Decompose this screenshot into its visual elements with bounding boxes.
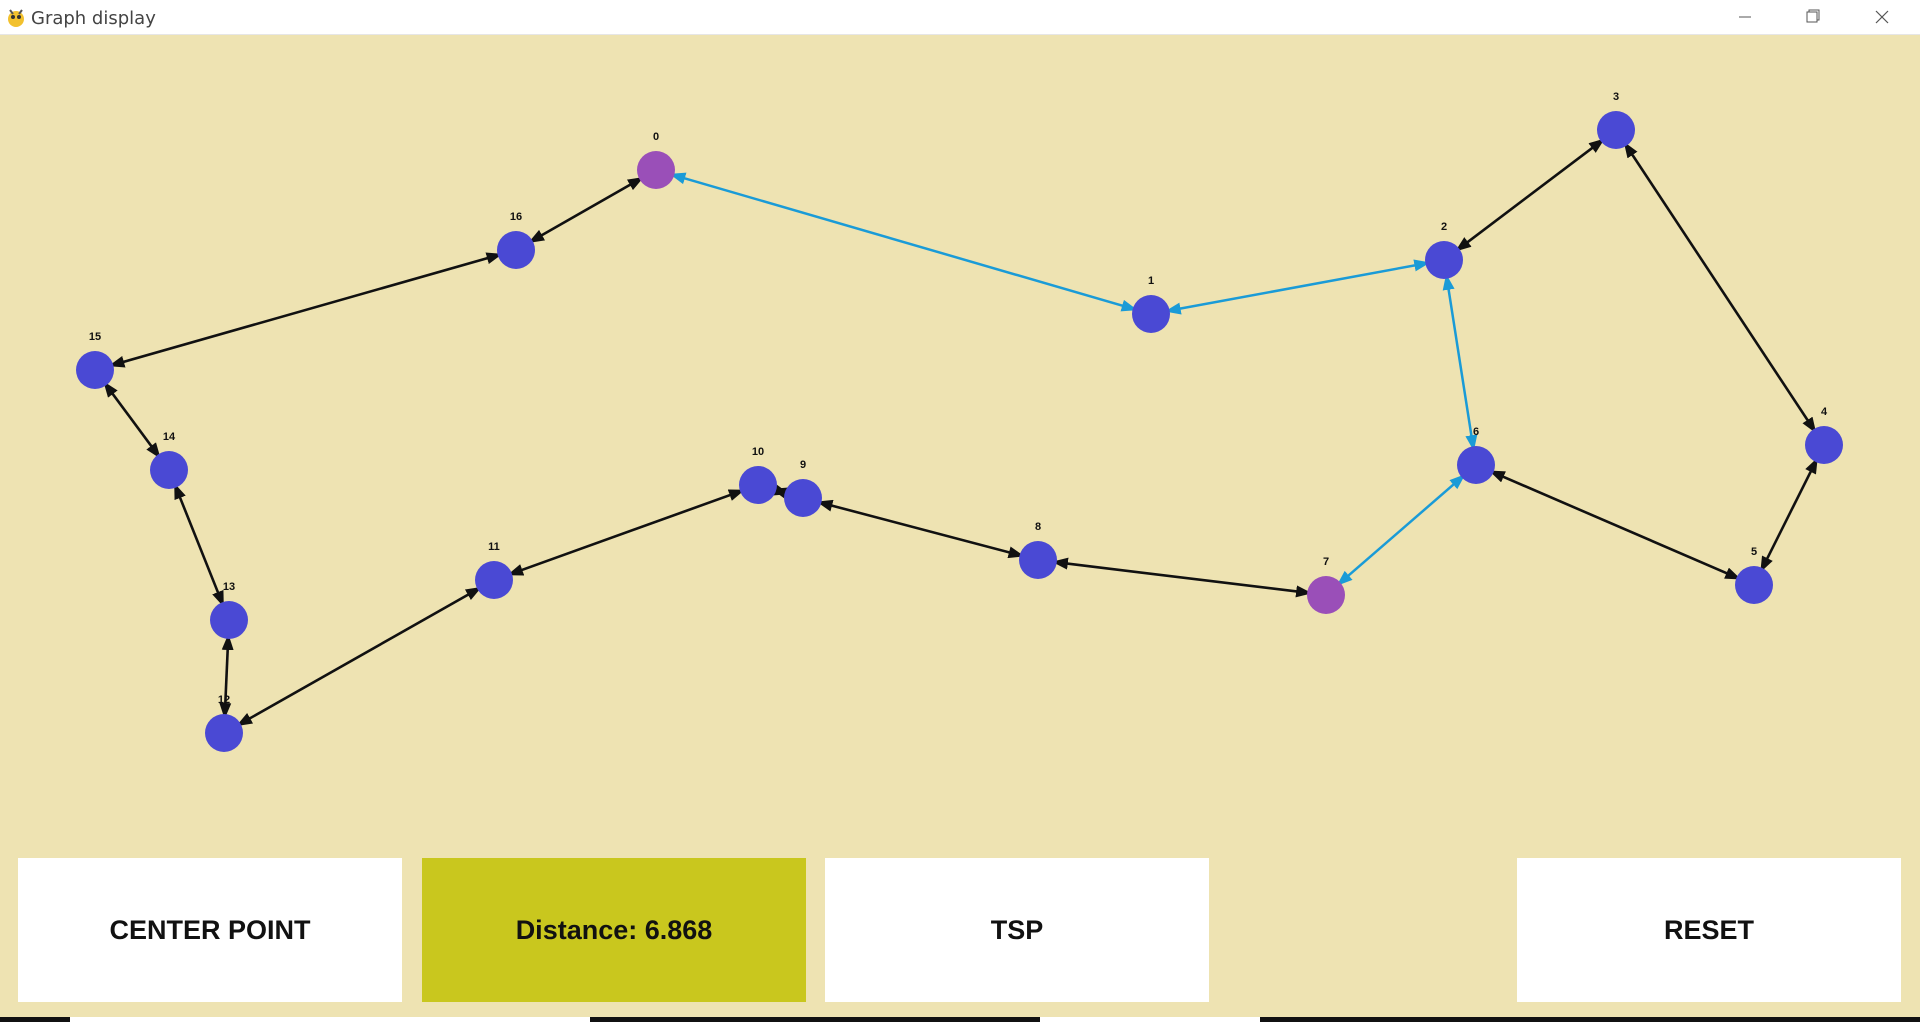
node-circle[interactable] — [497, 231, 535, 269]
node-circle[interactable] — [1735, 566, 1773, 604]
graph-node-16[interactable]: 16 — [497, 211, 535, 269]
edge-1-2 — [1165, 259, 1431, 313]
node-circle[interactable] — [1457, 446, 1495, 484]
edge-5-6 — [1488, 469, 1741, 581]
graph-node-0[interactable]: 0 — [637, 131, 675, 189]
graph-node-12[interactable]: 12 — [205, 694, 243, 752]
node-circle[interactable] — [1805, 426, 1843, 464]
graph-node-2[interactable]: 2 — [1425, 221, 1463, 279]
node-label: 12 — [218, 694, 230, 706]
edge-10-11 — [507, 488, 745, 577]
graph-node-11[interactable]: 11 — [475, 541, 513, 599]
node-circle[interactable] — [205, 714, 243, 752]
node-circle[interactable] — [1597, 111, 1635, 149]
graph-node-14[interactable]: 14 — [150, 431, 188, 489]
graph-canvas[interactable] — [0, 35, 1920, 1017]
node-circle[interactable] — [1132, 295, 1170, 333]
pygame-snake-icon — [8, 9, 24, 27]
edge-7-8 — [1051, 557, 1312, 595]
graph-node-1[interactable]: 1 — [1132, 275, 1170, 333]
node-label: 2 — [1441, 221, 1447, 233]
node-circle[interactable] — [1019, 541, 1057, 579]
edge-2-6 — [1445, 274, 1478, 452]
edge-13-14 — [173, 482, 225, 607]
node-circle[interactable] — [1307, 576, 1345, 614]
center-point-button[interactable]: CENTER POINT — [18, 858, 402, 1002]
graph-node-13[interactable]: 13 — [210, 581, 248, 639]
node-label: 0 — [653, 131, 659, 143]
graph-node-9[interactable]: 9 — [784, 459, 822, 517]
edge-6-7 — [1336, 473, 1466, 587]
edge-4-5 — [1759, 457, 1819, 573]
edge-0-1 — [670, 172, 1138, 312]
node-label: 7 — [1323, 556, 1329, 568]
edge-8-9 — [816, 499, 1024, 558]
close-button[interactable] — [1853, 0, 1911, 35]
edge-11-12 — [236, 586, 482, 727]
node-label: 11 — [488, 541, 500, 553]
node-label: 14 — [163, 431, 176, 443]
node-circle[interactable] — [784, 479, 822, 517]
node-label: 16 — [510, 211, 522, 223]
node-circle[interactable] — [76, 351, 114, 389]
node-circle[interactable] — [739, 466, 777, 504]
edge-2-3 — [1455, 138, 1605, 252]
node-circle[interactable] — [1425, 241, 1463, 279]
node-label: 6 — [1473, 426, 1479, 438]
edges-layer — [102, 138, 1819, 727]
distance-display: Distance: 6.868 — [422, 858, 806, 1002]
graph-node-4[interactable]: 4 — [1805, 406, 1843, 464]
reset-button[interactable]: RESET — [1517, 858, 1901, 1002]
graph-node-5[interactable]: 5 — [1735, 546, 1773, 604]
edge-15-16 — [109, 252, 503, 368]
node-label: 3 — [1613, 91, 1619, 103]
bottom-border — [0, 1017, 1920, 1022]
node-circle[interactable] — [637, 151, 675, 189]
edge-16-0 — [528, 176, 644, 244]
graph-node-15[interactable]: 15 — [76, 331, 114, 389]
graph-node-10[interactable]: 10 — [739, 446, 777, 504]
window-title: Graph display — [31, 8, 156, 29]
node-label: 4 — [1821, 406, 1828, 418]
node-circle[interactable] — [475, 561, 513, 599]
restore-button[interactable] — [1784, 0, 1842, 35]
edge-3-4 — [1623, 141, 1817, 434]
node-label: 10 — [752, 446, 764, 458]
window-titlebar: Graph display — [0, 0, 1920, 35]
node-label: 13 — [223, 581, 235, 593]
node-label: 5 — [1751, 546, 1757, 558]
node-label: 15 — [89, 331, 101, 343]
node-circle[interactable] — [210, 601, 248, 639]
graph-node-3[interactable]: 3 — [1597, 91, 1635, 149]
graph-node-8[interactable]: 8 — [1019, 521, 1057, 579]
graph-node-6[interactable]: 6 — [1457, 426, 1495, 484]
graph-node-7[interactable]: 7 — [1307, 556, 1345, 614]
close-icon — [1875, 10, 1889, 24]
minimize-button[interactable] — [1716, 0, 1774, 35]
restore-icon — [1806, 9, 1820, 23]
node-circle[interactable] — [150, 451, 188, 489]
minimize-icon — [1739, 16, 1751, 18]
edge-14-15 — [102, 381, 162, 459]
node-label: 1 — [1148, 275, 1154, 287]
node-label: 9 — [800, 459, 806, 471]
node-label: 8 — [1035, 521, 1041, 533]
tsp-button[interactable]: TSP — [825, 858, 1209, 1002]
